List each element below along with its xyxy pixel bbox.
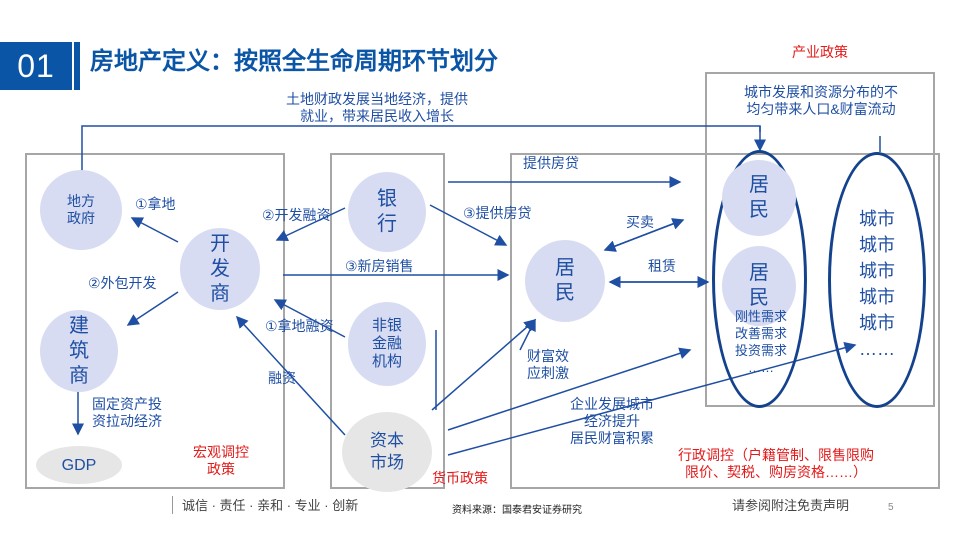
page-number: 5 <box>888 502 894 513</box>
cities-list: 城市 城市 城市 城市 城市 …… <box>859 209 895 359</box>
non-bank-node: 非银 金融 机构 <box>348 302 426 386</box>
fixed-asset-label: 固定资产投 资拉动经济 <box>92 396 162 429</box>
developer-label: 开 发 商 <box>210 232 230 305</box>
industry-policy-label: 产业政策 <box>792 44 848 60</box>
financing-label: 融资 <box>268 370 296 386</box>
constructor-label: 建 筑 商 <box>69 314 89 387</box>
cities-ellipse <box>828 152 926 408</box>
new-home-sales-label: ③新房销售 <box>345 258 414 274</box>
section-number: 01 <box>0 42 72 90</box>
outsource-label: ②外包开发 <box>88 275 157 291</box>
demand-list: 刚性需求 改善需求 投资需求 …… <box>734 309 787 375</box>
industry-policy-box <box>705 72 935 407</box>
local-government-label: 地方 政府 <box>67 193 95 226</box>
enterprise-city-label: 企业发展城市 经济提升 居民财富积累 <box>570 396 654 446</box>
residents-group-box <box>510 153 940 489</box>
capital-market-label: 资本 市场 <box>370 431 404 472</box>
bank-node: 银 行 <box>348 172 426 252</box>
buy-sell-label: 买卖 <box>626 214 654 230</box>
land-finance-label: 土地财政发展当地经济，提供 就业，带来居民收入增长 <box>286 91 468 124</box>
resident-top-node: 居 民 <box>722 160 796 236</box>
resident-mid-node: 居 民 <box>722 246 796 326</box>
constructor-node: 建 筑 商 <box>40 310 118 392</box>
bank-label: 银 行 <box>377 188 397 235</box>
footer-source: 资料来源：国泰君安证券研究 <box>452 505 582 516</box>
page-title: 房地产定义：按照全生命周期环节划分 <box>90 48 498 75</box>
resident-center-label: 居 民 <box>555 257 575 304</box>
provide-mortgage-label: 提供房贷 <box>523 155 579 171</box>
take-land-label: ①拿地 <box>135 196 176 212</box>
gdp-node: GDP <box>36 446 122 484</box>
dev-financing-label: ②开发融资 <box>262 207 331 223</box>
title-accent-bar <box>74 42 80 90</box>
capital-market-node: 资本 市场 <box>342 412 432 492</box>
provide-mortgage-3-label: ③提供房贷 <box>463 205 532 221</box>
resident-mid-label: 居 民 <box>749 262 769 309</box>
uneven-distribution-label: 城市发展和资源分布的不 均匀带来人口&财富流动 <box>744 84 898 117</box>
resident-center-node: 居 民 <box>525 240 605 322</box>
macro-policy-label: 宏观调控 政策 <box>193 444 249 477</box>
non-bank-label: 非银 金融 机构 <box>371 317 402 370</box>
land-financing-label: ①拿地融资 <box>265 318 334 334</box>
admin-control-label: 行政调控（户籍管制、限售限购 限价、契税、购房资格……） <box>678 447 874 480</box>
wealth-effect-label: 财富效 应刺激 <box>527 348 569 381</box>
monetary-policy-label: 货币政策 <box>432 470 488 486</box>
local-government-node: 地方 政府 <box>40 170 122 250</box>
footer-divider <box>172 496 173 514</box>
footer-disclaimer: 请参阅附注免责声明 <box>732 498 850 513</box>
footer-motto: 诚信 · 责任 · 亲和 · 专业 · 创新 <box>182 498 359 513</box>
gdp-label: GDP <box>61 456 97 474</box>
developer-group-box <box>25 153 285 489</box>
residents-ellipse <box>712 150 807 408</box>
resident-top-label: 居 民 <box>749 174 769 221</box>
rent-label: 租赁 <box>648 258 676 274</box>
developer-node: 开 发 商 <box>180 228 260 310</box>
